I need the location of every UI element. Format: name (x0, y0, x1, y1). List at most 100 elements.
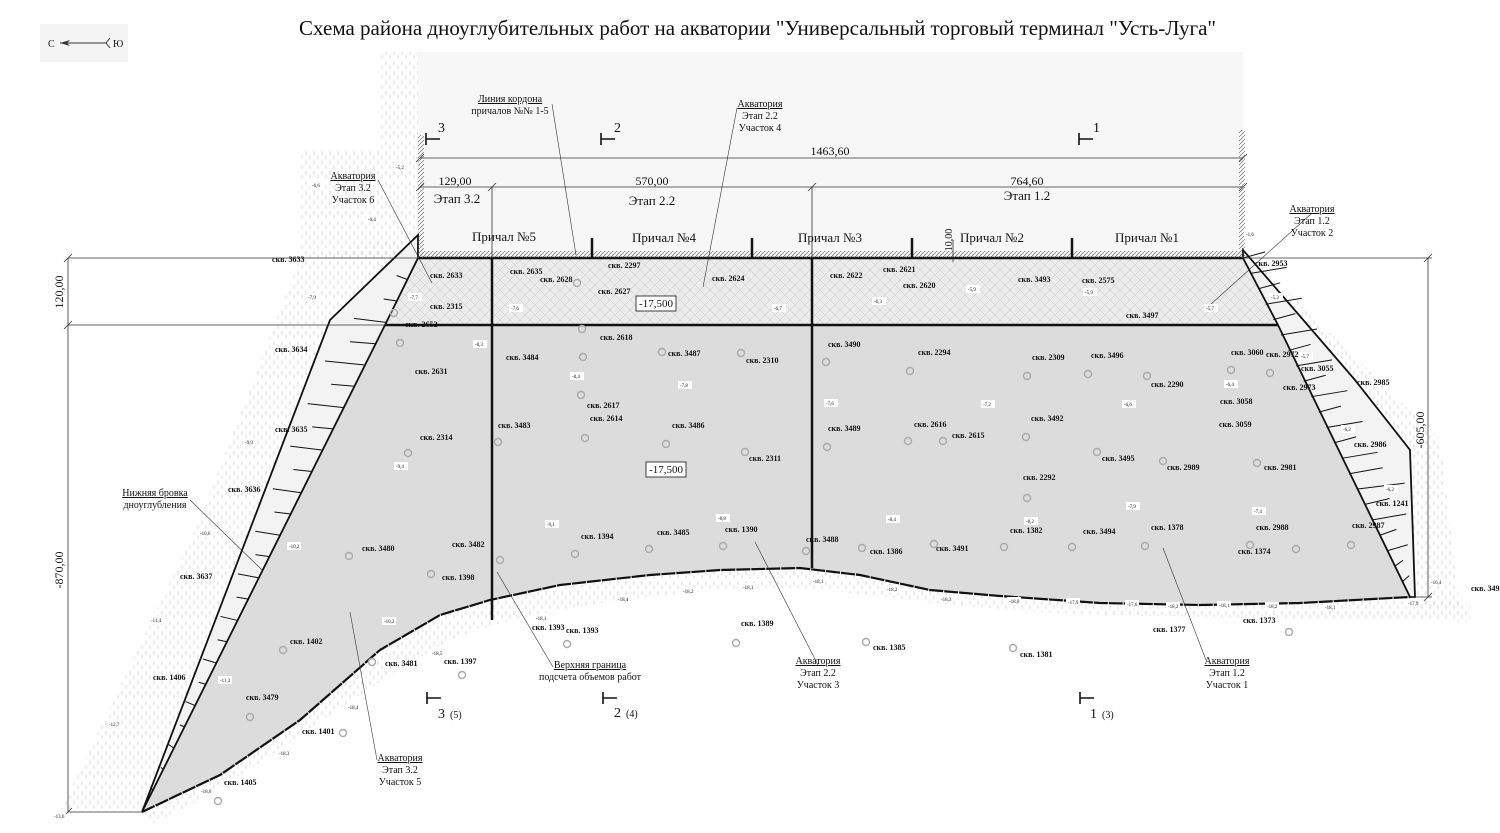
borehole-label: скв. 2575 (1082, 276, 1114, 285)
borehole-label: скв. 1401 (302, 727, 334, 736)
borehole-label: скв. 2292 (1023, 473, 1055, 482)
annotation-area4: Участок 4 (739, 123, 782, 134)
spot-depth: -8,8 (718, 517, 726, 522)
borehole-label: скв. 1373 (1243, 616, 1275, 625)
borehole-label: скв. 2972 (1266, 350, 1298, 359)
slope-tick (167, 743, 175, 749)
borehole-marker-icon (367, 657, 377, 667)
borehole-label: скв. 2985 (1357, 378, 1389, 387)
spot-depth: -11,4 (151, 619, 162, 624)
design-depth-box (635, 295, 677, 312)
borehole-label: скв. 3497 (1126, 311, 1158, 320)
borehole-label: скв. 2294 (918, 348, 950, 357)
borehole-marker-icon (1245, 540, 1255, 550)
slope-tick (220, 615, 238, 621)
depth-label-bg (149, 616, 163, 624)
depth-label-bg (772, 304, 786, 312)
slope-tick (1250, 266, 1287, 274)
borehole-label: скв. 2953 (1255, 259, 1287, 268)
depth-label-bg (1007, 597, 1021, 605)
spot-depths: -5,2-6,6-6,4-7,7-7,9-7,6-6,7-6,3-5,9-5,9… (52, 163, 1443, 820)
borehole-label: скв. 3482 (452, 540, 484, 549)
borehole-marker-icon (661, 439, 671, 449)
borehole-marker-icon (576, 390, 586, 400)
borehole-marker-icon (1067, 542, 1077, 552)
slope-tick (325, 360, 366, 366)
slope-tick (150, 786, 154, 791)
borehole-marker-icon (999, 542, 1009, 552)
depth-label-bg (287, 542, 301, 550)
borehole-label: скв. 1377 (1153, 625, 1185, 634)
dim-stage22: 570,00 (636, 174, 669, 188)
borehole-marker-icon (570, 549, 580, 559)
borehole-label: скв. 1374 (1238, 547, 1270, 556)
spot-depth: -7,9 (308, 296, 316, 301)
borehole-label: скв. 2628 (540, 275, 572, 284)
borehole-label: скв. 1390 (725, 525, 757, 534)
borehole-marker-icon (403, 448, 413, 458)
borehole-marker-icon (1291, 544, 1301, 554)
berth-strip (385, 258, 1278, 325)
borehole-marker-icon (938, 436, 948, 446)
slope-tick (383, 298, 397, 302)
depth-label-bg (1341, 425, 1355, 433)
spot-depth: -5,9 (968, 288, 976, 293)
annotation-area2: Акватория (1289, 204, 1334, 215)
berth-5-label: Причал №5 (472, 229, 536, 244)
borehole-label: скв. 1406 (153, 673, 185, 682)
slope-tick (185, 701, 196, 707)
depth-label-bg (1122, 400, 1136, 408)
slope-tick (236, 596, 249, 600)
slope-tick (1280, 328, 1318, 336)
borehole-label: скв. 1402 (290, 637, 322, 646)
spot-depth: -8,3 (475, 343, 483, 348)
depth-label-bg (1244, 230, 1258, 238)
depth-label-bg (1217, 601, 1231, 609)
berth-4-label: Причал №4 (632, 230, 696, 245)
borehole-marker-icon (1022, 371, 1032, 381)
borehole-label: скв. 2620 (903, 281, 935, 290)
depth-label-bg (811, 577, 825, 585)
leader-lines (189, 103, 1313, 761)
spot-depth: -9,4 (396, 465, 404, 470)
slope-tick (331, 383, 355, 387)
borehole-label: скв. 3487 (668, 349, 700, 358)
borehole-label: скв. 2314 (420, 433, 452, 442)
spot-depth: -13,6 (54, 815, 65, 820)
depth-label-bg (394, 462, 408, 470)
depth-label-bg (1125, 600, 1139, 608)
borehole-label: скв. 3494 (1083, 527, 1115, 536)
slope-tick (1349, 467, 1383, 475)
depth-label-bg (824, 399, 838, 407)
annotation-area1: Участок 1 (1206, 680, 1249, 691)
section-2-bottom: 2 (614, 706, 621, 721)
borehole-label: скв. 2635 (510, 267, 542, 276)
borehole-marker-icon (562, 639, 572, 649)
spot-depth: -7,9 (1128, 505, 1136, 510)
depth-label-bg (1384, 485, 1398, 493)
section-1-bottom: 1 (1090, 707, 1097, 722)
borehole-label: скв. 2973 (1283, 383, 1315, 392)
depth-label-bg (243, 438, 257, 446)
borehole-marker-icon (395, 338, 405, 348)
spot-depth: -6,4 (368, 218, 376, 223)
spot-depth: -18,3 (279, 752, 290, 757)
annotation-area2: Участок 2 (1291, 228, 1334, 239)
annotation-lower-edge: Нижняя бровка (122, 488, 188, 499)
spot-depth: -5,9 (1085, 291, 1093, 296)
borehole-label: скв. 3493 (1018, 275, 1050, 284)
spot-depth: -1,6 (1246, 233, 1254, 238)
depth-label-bg (1126, 502, 1140, 510)
borehole-marker-icon (1008, 643, 1018, 653)
borehole-label: скв. 3490 (828, 340, 860, 349)
annotation-area1: Этап 1.2 (1209, 668, 1245, 679)
depth-label-bg (1429, 578, 1443, 586)
slope-tick (1318, 405, 1342, 413)
borehole-label: скв. 3492 (1031, 414, 1063, 423)
annotation-area4: Этап 2.2 (742, 111, 778, 122)
spot-depth: -18,2 (1267, 605, 1278, 610)
borehole-marker-icon (1226, 365, 1236, 375)
borehole-label: скв. 2989 (1167, 463, 1199, 472)
berth-2-label: Причал №2 (960, 230, 1024, 245)
